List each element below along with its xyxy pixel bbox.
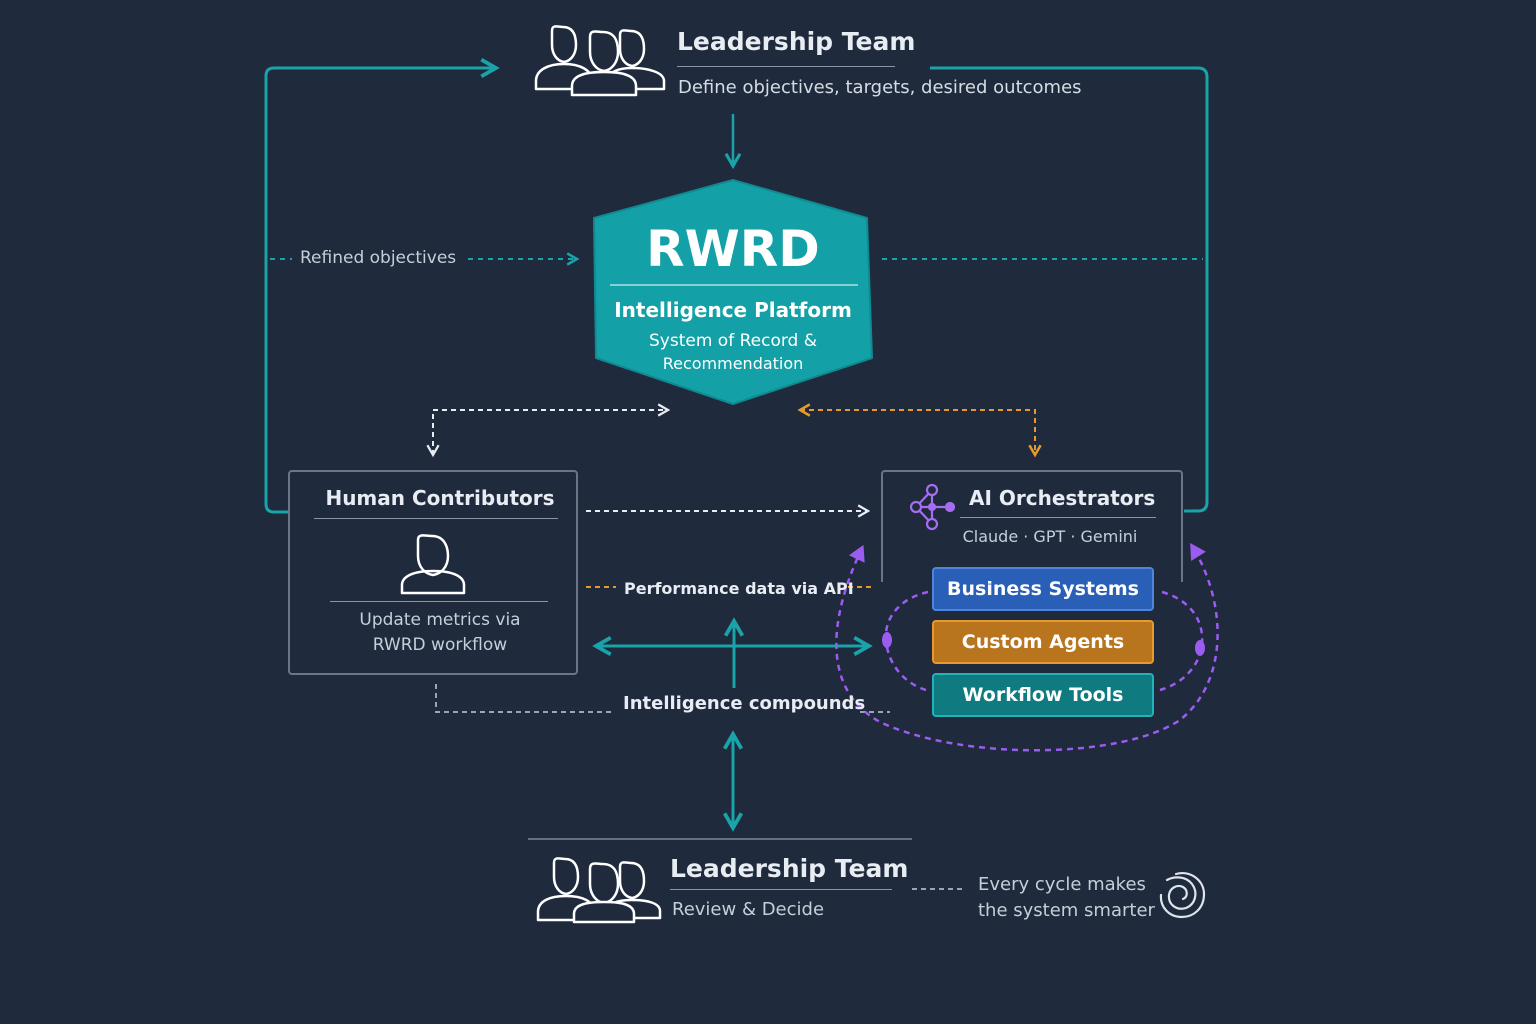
ai-title-rule	[960, 517, 1156, 518]
custom-agents-pill[interactable]: Custom Agents	[932, 620, 1154, 664]
human-platform-dashed-arrow	[426, 403, 671, 458]
performance-data-label: Performance data via API	[624, 579, 854, 598]
ai-orchestrators-title: AI Orchestrators	[969, 486, 1156, 510]
left-loop-connector	[264, 57, 500, 514]
leadership-group-icon-bottom	[536, 857, 662, 924]
leadership-bottom-title: Leadership Team	[670, 854, 909, 883]
leadership-bottom-subtitle: Review & Decide	[672, 899, 825, 920]
spiral-icon	[1159, 872, 1206, 919]
platform-title: Intelligence Platform	[614, 298, 852, 322]
purple-node-left	[882, 632, 892, 648]
human-desc-rule	[330, 601, 548, 602]
cycle-line2: the system smarter	[978, 900, 1155, 921]
leadership-top-rule	[677, 66, 895, 67]
intelligence-compounds-label: Intelligence compounds	[623, 693, 866, 714]
platform-desc-line2: Recommendation	[662, 354, 804, 373]
person-icon	[400, 534, 466, 595]
purple-outer-loop	[835, 543, 1219, 752]
ai-platform-dashed-arrow	[797, 403, 1042, 458]
human-desc-line2: RWRD workflow	[372, 635, 508, 655]
leadership-top-title: Leadership Team	[677, 27, 916, 56]
leadership-group-icon-top	[534, 25, 666, 97]
leadership-bottom-rule	[670, 889, 892, 890]
ai-orchestrators-box[interactable]	[881, 470, 1183, 582]
human-contributors-title: Human Contributors	[325, 486, 555, 510]
workflow-tools-pill[interactable]: Workflow Tools	[932, 673, 1154, 717]
rwrd-hexagon[interactable]	[593, 179, 873, 405]
purple-right-loop	[1159, 590, 1204, 692]
network-icon	[909, 483, 956, 531]
platform-desc-line1: System of Record &	[649, 331, 817, 351]
purple-node-right	[1195, 640, 1205, 656]
refined-objectives-label: Refined objectives	[300, 248, 457, 268]
compound-left-dash	[435, 684, 612, 713]
human-desc-line1: Update metrics via	[359, 610, 521, 630]
leadership-top-subtitle: Define objectives, targets, desired outc…	[678, 77, 1082, 98]
business-systems-pill[interactable]: Business Systems	[932, 567, 1154, 611]
purple-left-loop	[884, 590, 929, 692]
right-loop-connector	[930, 66, 1209, 513]
ai-models: Claude · GPT · Gemini	[962, 527, 1138, 546]
platform-name[interactable]: RWRD	[646, 220, 820, 278]
cycle-line1: Every cycle makes	[978, 874, 1146, 895]
human-contributors-box[interactable]	[288, 470, 578, 675]
human-title-rule	[314, 518, 558, 519]
